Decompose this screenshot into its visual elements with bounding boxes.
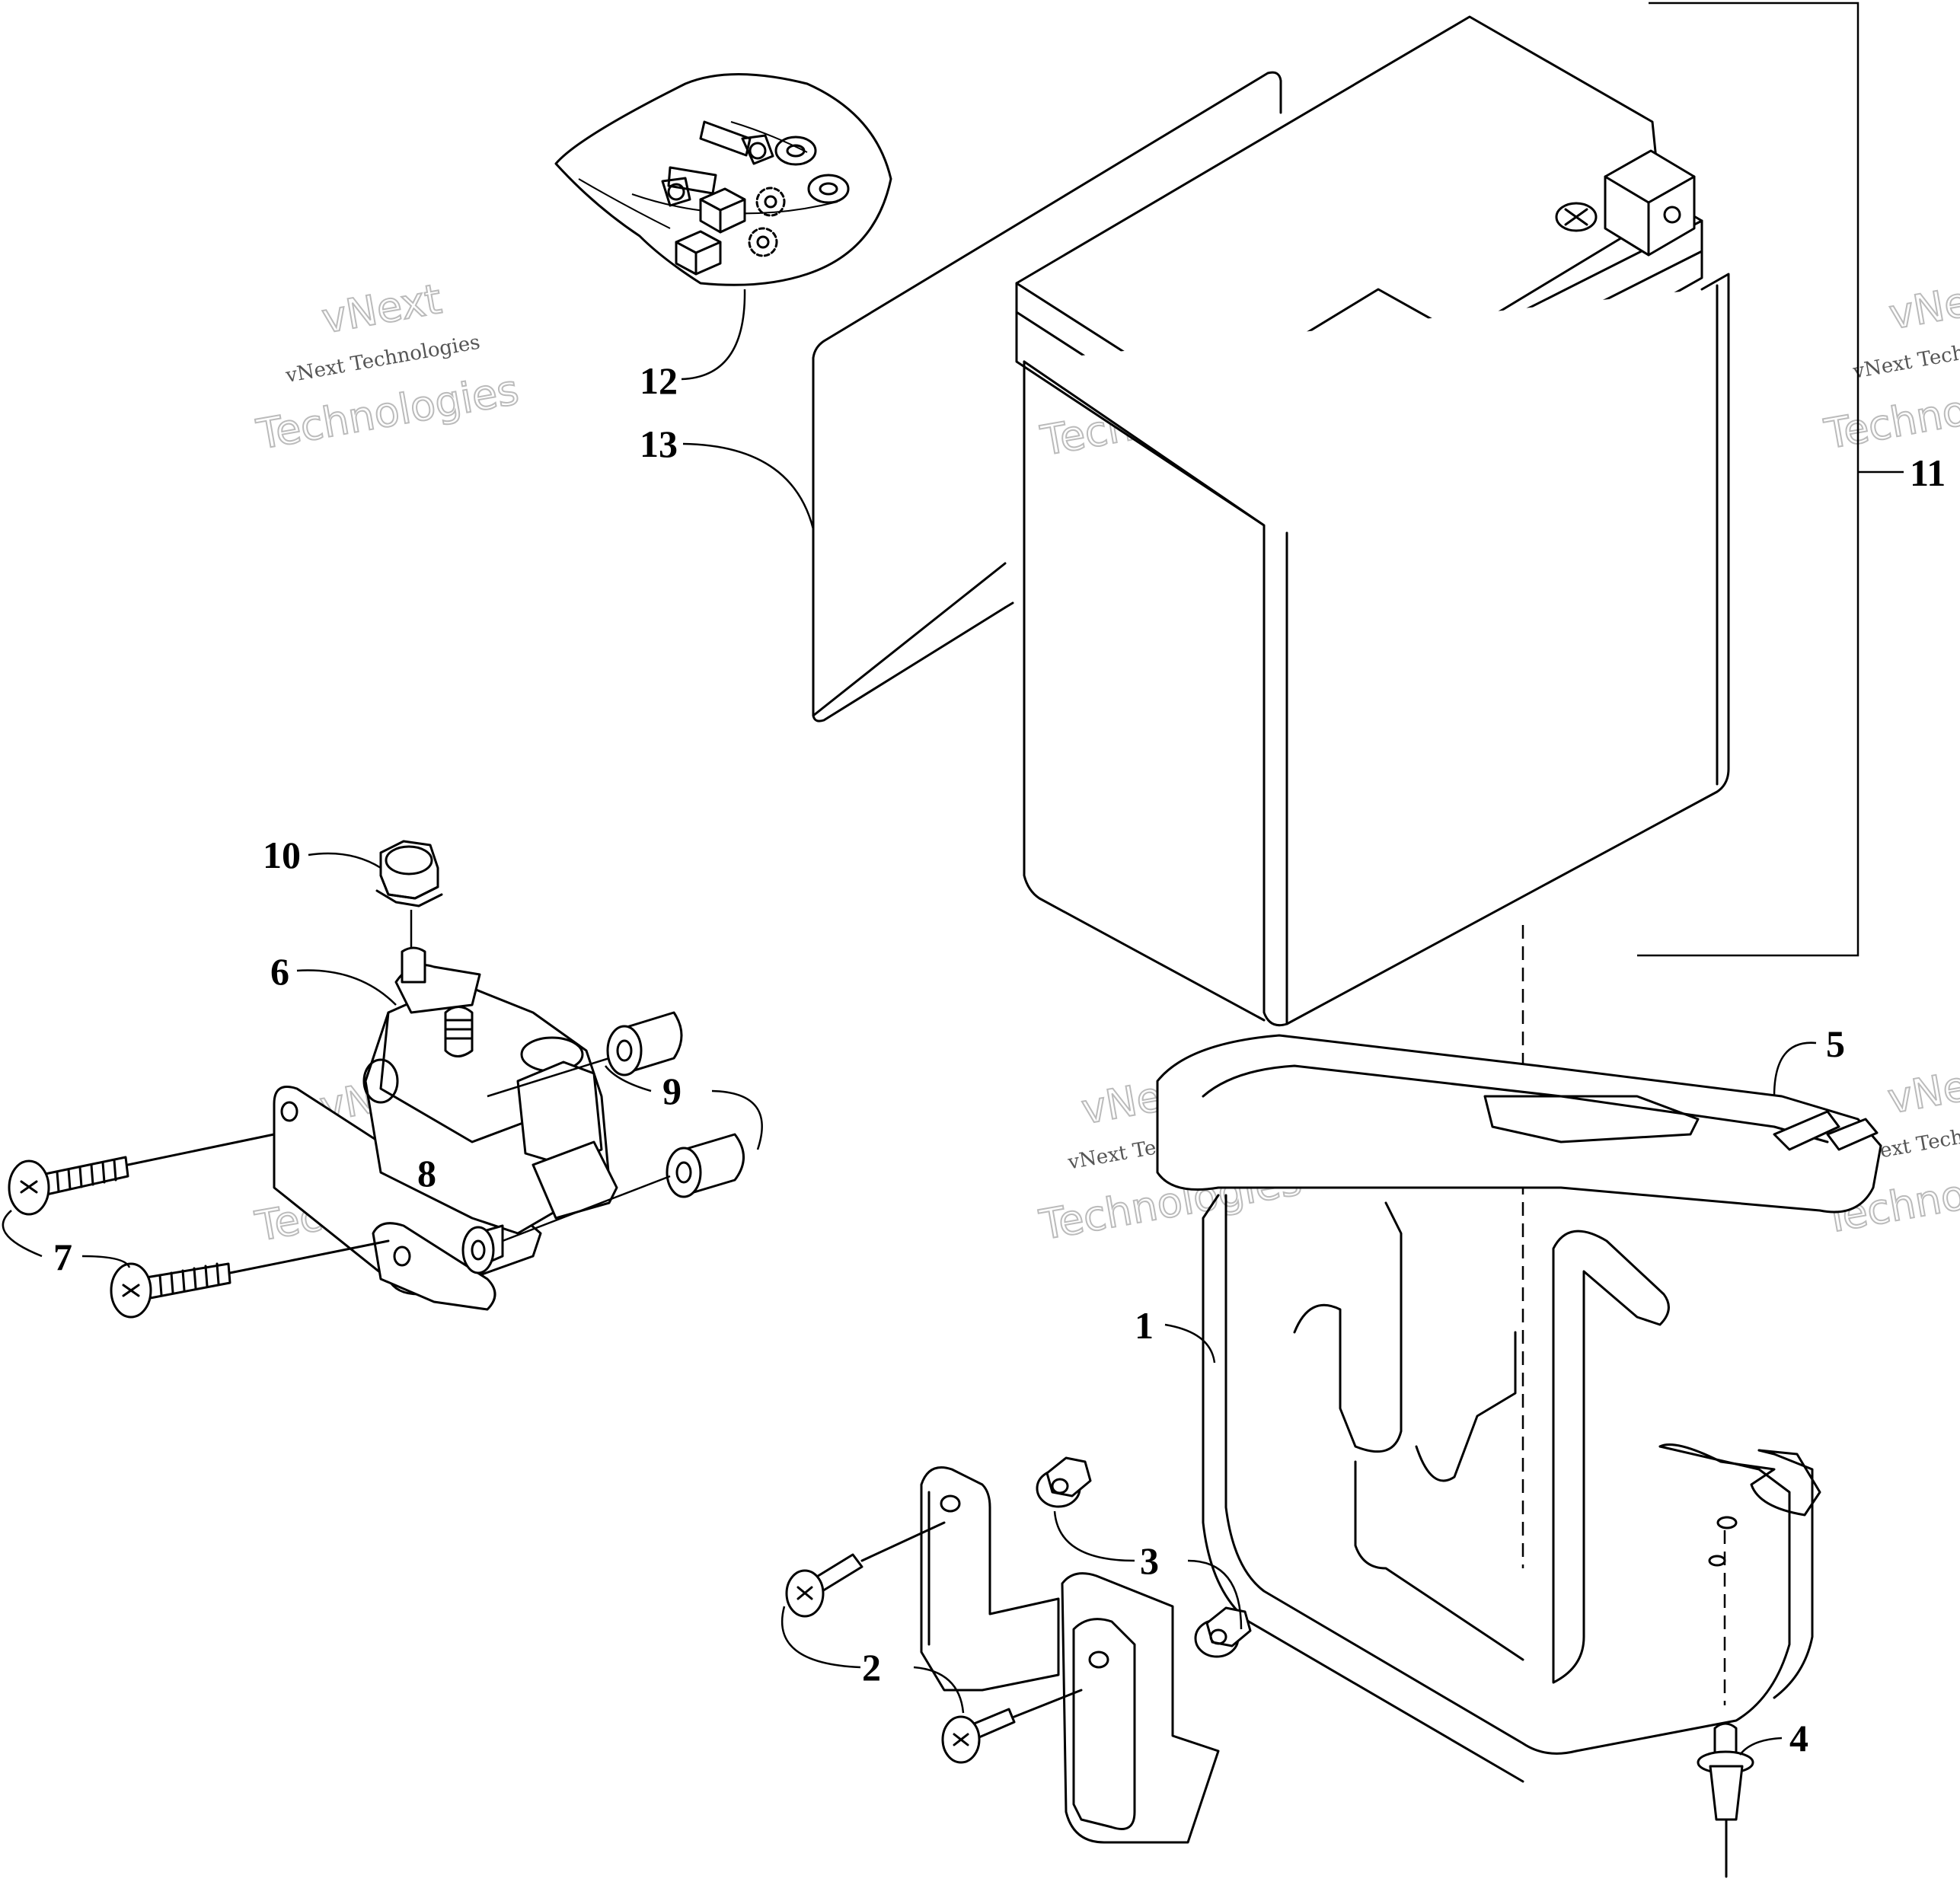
kit-bolt-icon <box>699 120 774 165</box>
part-2-bolt-upper <box>785 1521 946 1618</box>
battery-positive-terminal-icon <box>1604 149 1696 257</box>
kit-lock-washer-icon <box>748 227 778 257</box>
svg-text:vNext: vNext <box>318 275 445 343</box>
part-5-strap <box>1156 1034 1882 1214</box>
part-7-screw-lower <box>110 1239 390 1319</box>
kit-nut-icon <box>675 230 722 276</box>
part-11-battery <box>1015 15 1730 1027</box>
kit-washer-icon <box>807 174 850 204</box>
svg-text:vNext: vNext <box>1885 1055 1960 1123</box>
callout-1: 1 <box>1135 1304 1154 1347</box>
callout-3: 3 <box>1140 1539 1159 1582</box>
svg-text:Technologies: Technologies <box>1821 365 1960 458</box>
kit-washer-icon <box>774 136 817 166</box>
callout-13: 13 <box>640 423 678 465</box>
solenoid-assembly-line-upper <box>487 1057 610 1098</box>
part-3-flange-nut-lower <box>1194 1606 1252 1658</box>
callout-11: 11 <box>1910 451 1946 494</box>
part-12-hardware-kit <box>554 73 892 286</box>
svg-text:vNext: vNext <box>1885 271 1960 339</box>
part-2-bolt-lower <box>941 1689 1083 1764</box>
callout-2: 2 <box>862 1646 881 1689</box>
part-9-spacer-lower <box>666 1133 745 1198</box>
kit-lock-washer-icon <box>755 187 786 217</box>
solenoid-assembly-line-lower <box>502 1175 671 1242</box>
leader-lines <box>2 289 1817 1756</box>
callout-6: 6 <box>270 950 289 993</box>
part-11-bracket <box>1637 2 1904 957</box>
callout-7: 7 <box>53 1236 72 1278</box>
callout-8: 8 <box>417 1152 436 1194</box>
battery-vent-cap-icon <box>1555 202 1598 232</box>
part-10-nut <box>375 840 443 907</box>
part-7-screw-upper <box>8 1133 276 1216</box>
part-9-spacer-mid <box>461 1224 504 1274</box>
callout-4: 4 <box>1789 1717 1808 1759</box>
callout-9: 9 <box>662 1070 682 1112</box>
part-4-rivet <box>1697 1722 1754 1878</box>
part-3-flange-nut-upper <box>1036 1456 1092 1508</box>
kit-nut-icon <box>699 187 746 234</box>
part-1-battery-tray <box>920 1194 1821 1844</box>
watermark-1: vNext vNext Technologies Technologies <box>252 274 523 460</box>
callout-10: 10 <box>263 834 301 876</box>
part-9-spacer-upper <box>606 1011 683 1076</box>
callout-5: 5 <box>1826 1022 1845 1065</box>
callout-12: 12 <box>640 359 678 402</box>
watermark-3: vNext vNext Technologies Technologies <box>1820 270 1960 460</box>
part-6-solenoid <box>273 946 618 1311</box>
part-13-label-sheet <box>812 71 1282 722</box>
